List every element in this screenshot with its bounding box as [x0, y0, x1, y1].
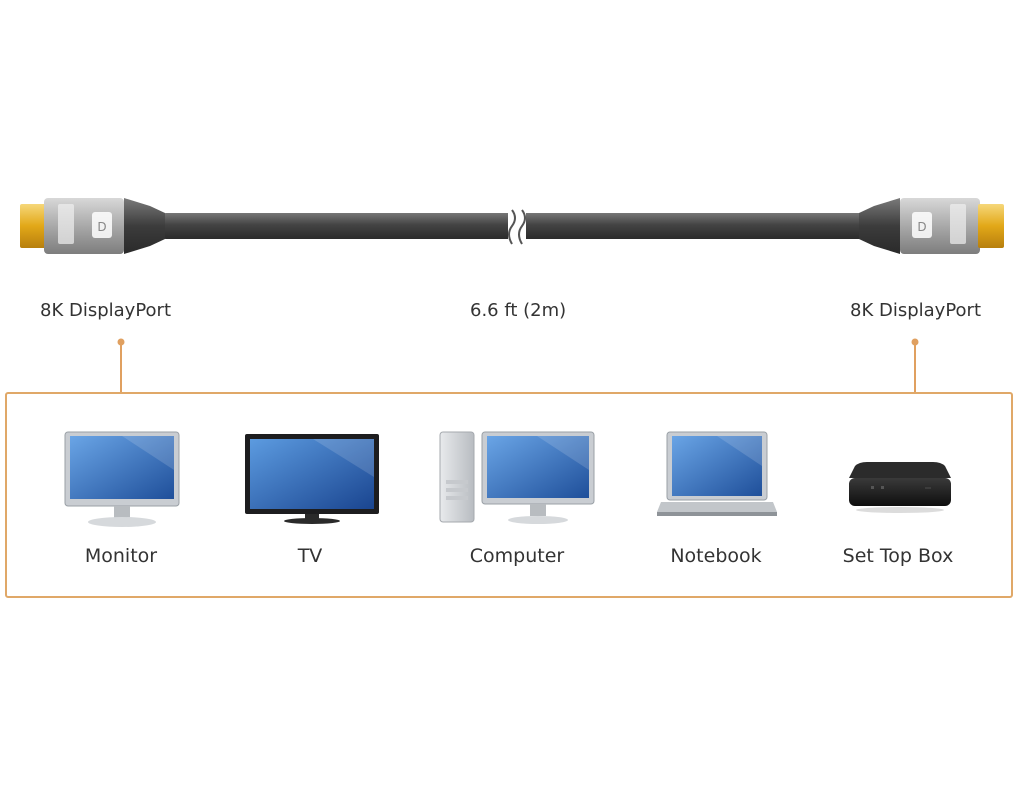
left-connector-label: 8K DisplayPort [40, 300, 172, 321]
device-label-monitor: Monitor [84, 545, 158, 567]
svg-text:D: D [97, 220, 106, 234]
tv-icon [245, 434, 379, 524]
device-label-computer: Computer [469, 545, 565, 567]
right-connector-label: 8K DisplayPort [850, 300, 982, 321]
connector-lines [117, 338, 919, 393]
device-label-set-top-box: Set Top Box [842, 545, 954, 567]
svg-text:D: D [917, 220, 926, 234]
device-label-notebook: Notebook [670, 545, 762, 567]
displayport-cable: D D [20, 198, 1004, 254]
notebook-icon [657, 431, 777, 516]
computer-icon [439, 431, 595, 524]
device-label-tv: TV [297, 545, 323, 567]
right-connector-icon: D [859, 198, 1004, 254]
monitor-icon [64, 431, 180, 527]
set-top-box-icon [849, 462, 951, 513]
cable-length-label: 6.6 ft (2m) [470, 300, 567, 321]
compatible-devices-panel [5, 392, 1013, 598]
left-connector-icon: D [20, 198, 165, 254]
